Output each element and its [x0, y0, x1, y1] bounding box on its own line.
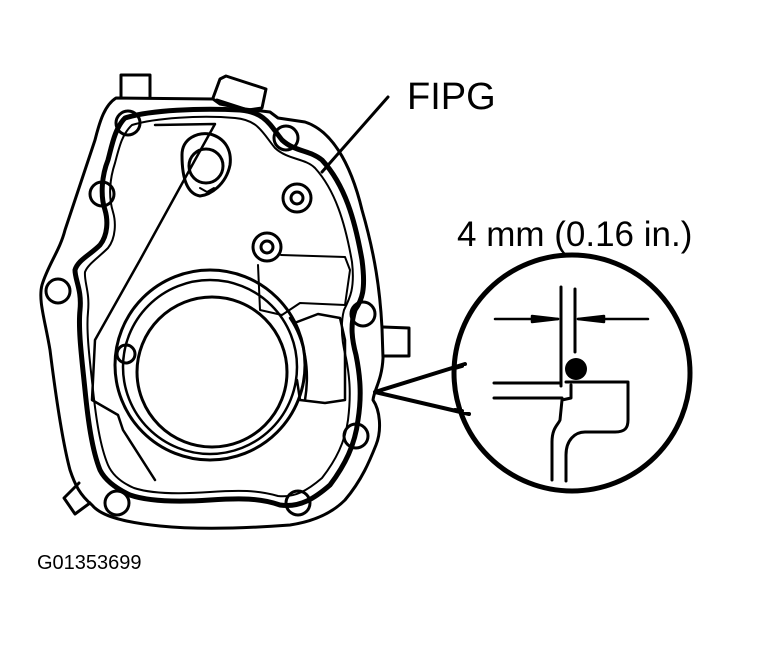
bolt-hole: [44, 277, 72, 305]
small-bosses: [251, 182, 351, 316]
detail-circle: [451, 252, 693, 494]
bore-pin: [115, 343, 137, 365]
sealant-bead: [72, 106, 367, 509]
bead-width-dimension-label: 4 mm (0.16 in.): [457, 215, 693, 254]
bolt-hole: [88, 180, 116, 208]
sealant-bead-cross-section: [565, 358, 587, 380]
upper-boss: [180, 132, 232, 198]
bolt-holes: [44, 109, 377, 517]
mounting-tab-right: [381, 325, 411, 358]
inner-seal-line: [83, 115, 354, 498]
fipg-leader-line: [320, 95, 390, 174]
callout-pointer: [373, 362, 471, 416]
bolt-hole: [342, 422, 370, 450]
fipg-label: FIPG: [407, 76, 496, 118]
bolt-hole: [284, 489, 312, 517]
bore-mid-ring: [121, 278, 299, 456]
bolt-hole: [272, 124, 300, 152]
detail-callout: [373, 252, 693, 494]
bore-inner: [135, 295, 289, 449]
figure-id-label: G01353699: [37, 552, 142, 574]
bolt-hole: [114, 109, 142, 137]
outer-flange: [39, 96, 385, 530]
mounting-tab-top-left: [119, 73, 152, 99]
main-bore: [113, 268, 309, 462]
housing-cover: [39, 73, 411, 530]
bolt-hole: [349, 300, 377, 328]
dimension-arrows: [493, 314, 650, 324]
bore-outer-ring: [113, 268, 307, 462]
bolt-hole: [103, 489, 131, 517]
mounting-tab-bottom-left: [62, 481, 92, 516]
